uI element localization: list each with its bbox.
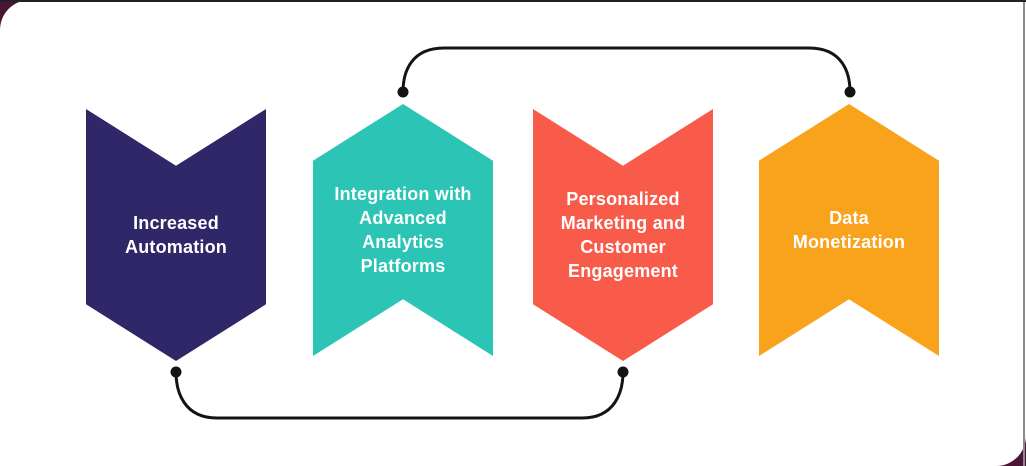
connector-endpoint-dot-red [617, 366, 629, 378]
connector-endpoint-dot-orange [844, 86, 856, 98]
connector-top-arc [401, 46, 852, 94]
connector-endpoint-dot-teal [397, 86, 409, 98]
banner-increased-automation: Increased Automation [86, 109, 266, 361]
connector-bottom-arc [174, 370, 625, 420]
banner-label: Increased Automation [125, 213, 227, 257]
banner-label: Personalized Marketing and Customer Enga… [560, 189, 686, 281]
connector-endpoint-dot-purple [170, 366, 182, 378]
right-edge-line [1023, 2, 1025, 466]
banner-data-monetization: Data Monetization [759, 104, 939, 356]
top-edge-line [0, 0, 1026, 2]
banner-personalized-marketing: Personalized Marketing and Customer Enga… [533, 109, 713, 361]
banner-label: Integration with Advanced Analytics Plat… [334, 184, 472, 276]
banner-label: Data Monetization [792, 208, 906, 252]
banner-integration-advanced-analytics: Integration with Advanced Analytics Plat… [313, 104, 493, 356]
